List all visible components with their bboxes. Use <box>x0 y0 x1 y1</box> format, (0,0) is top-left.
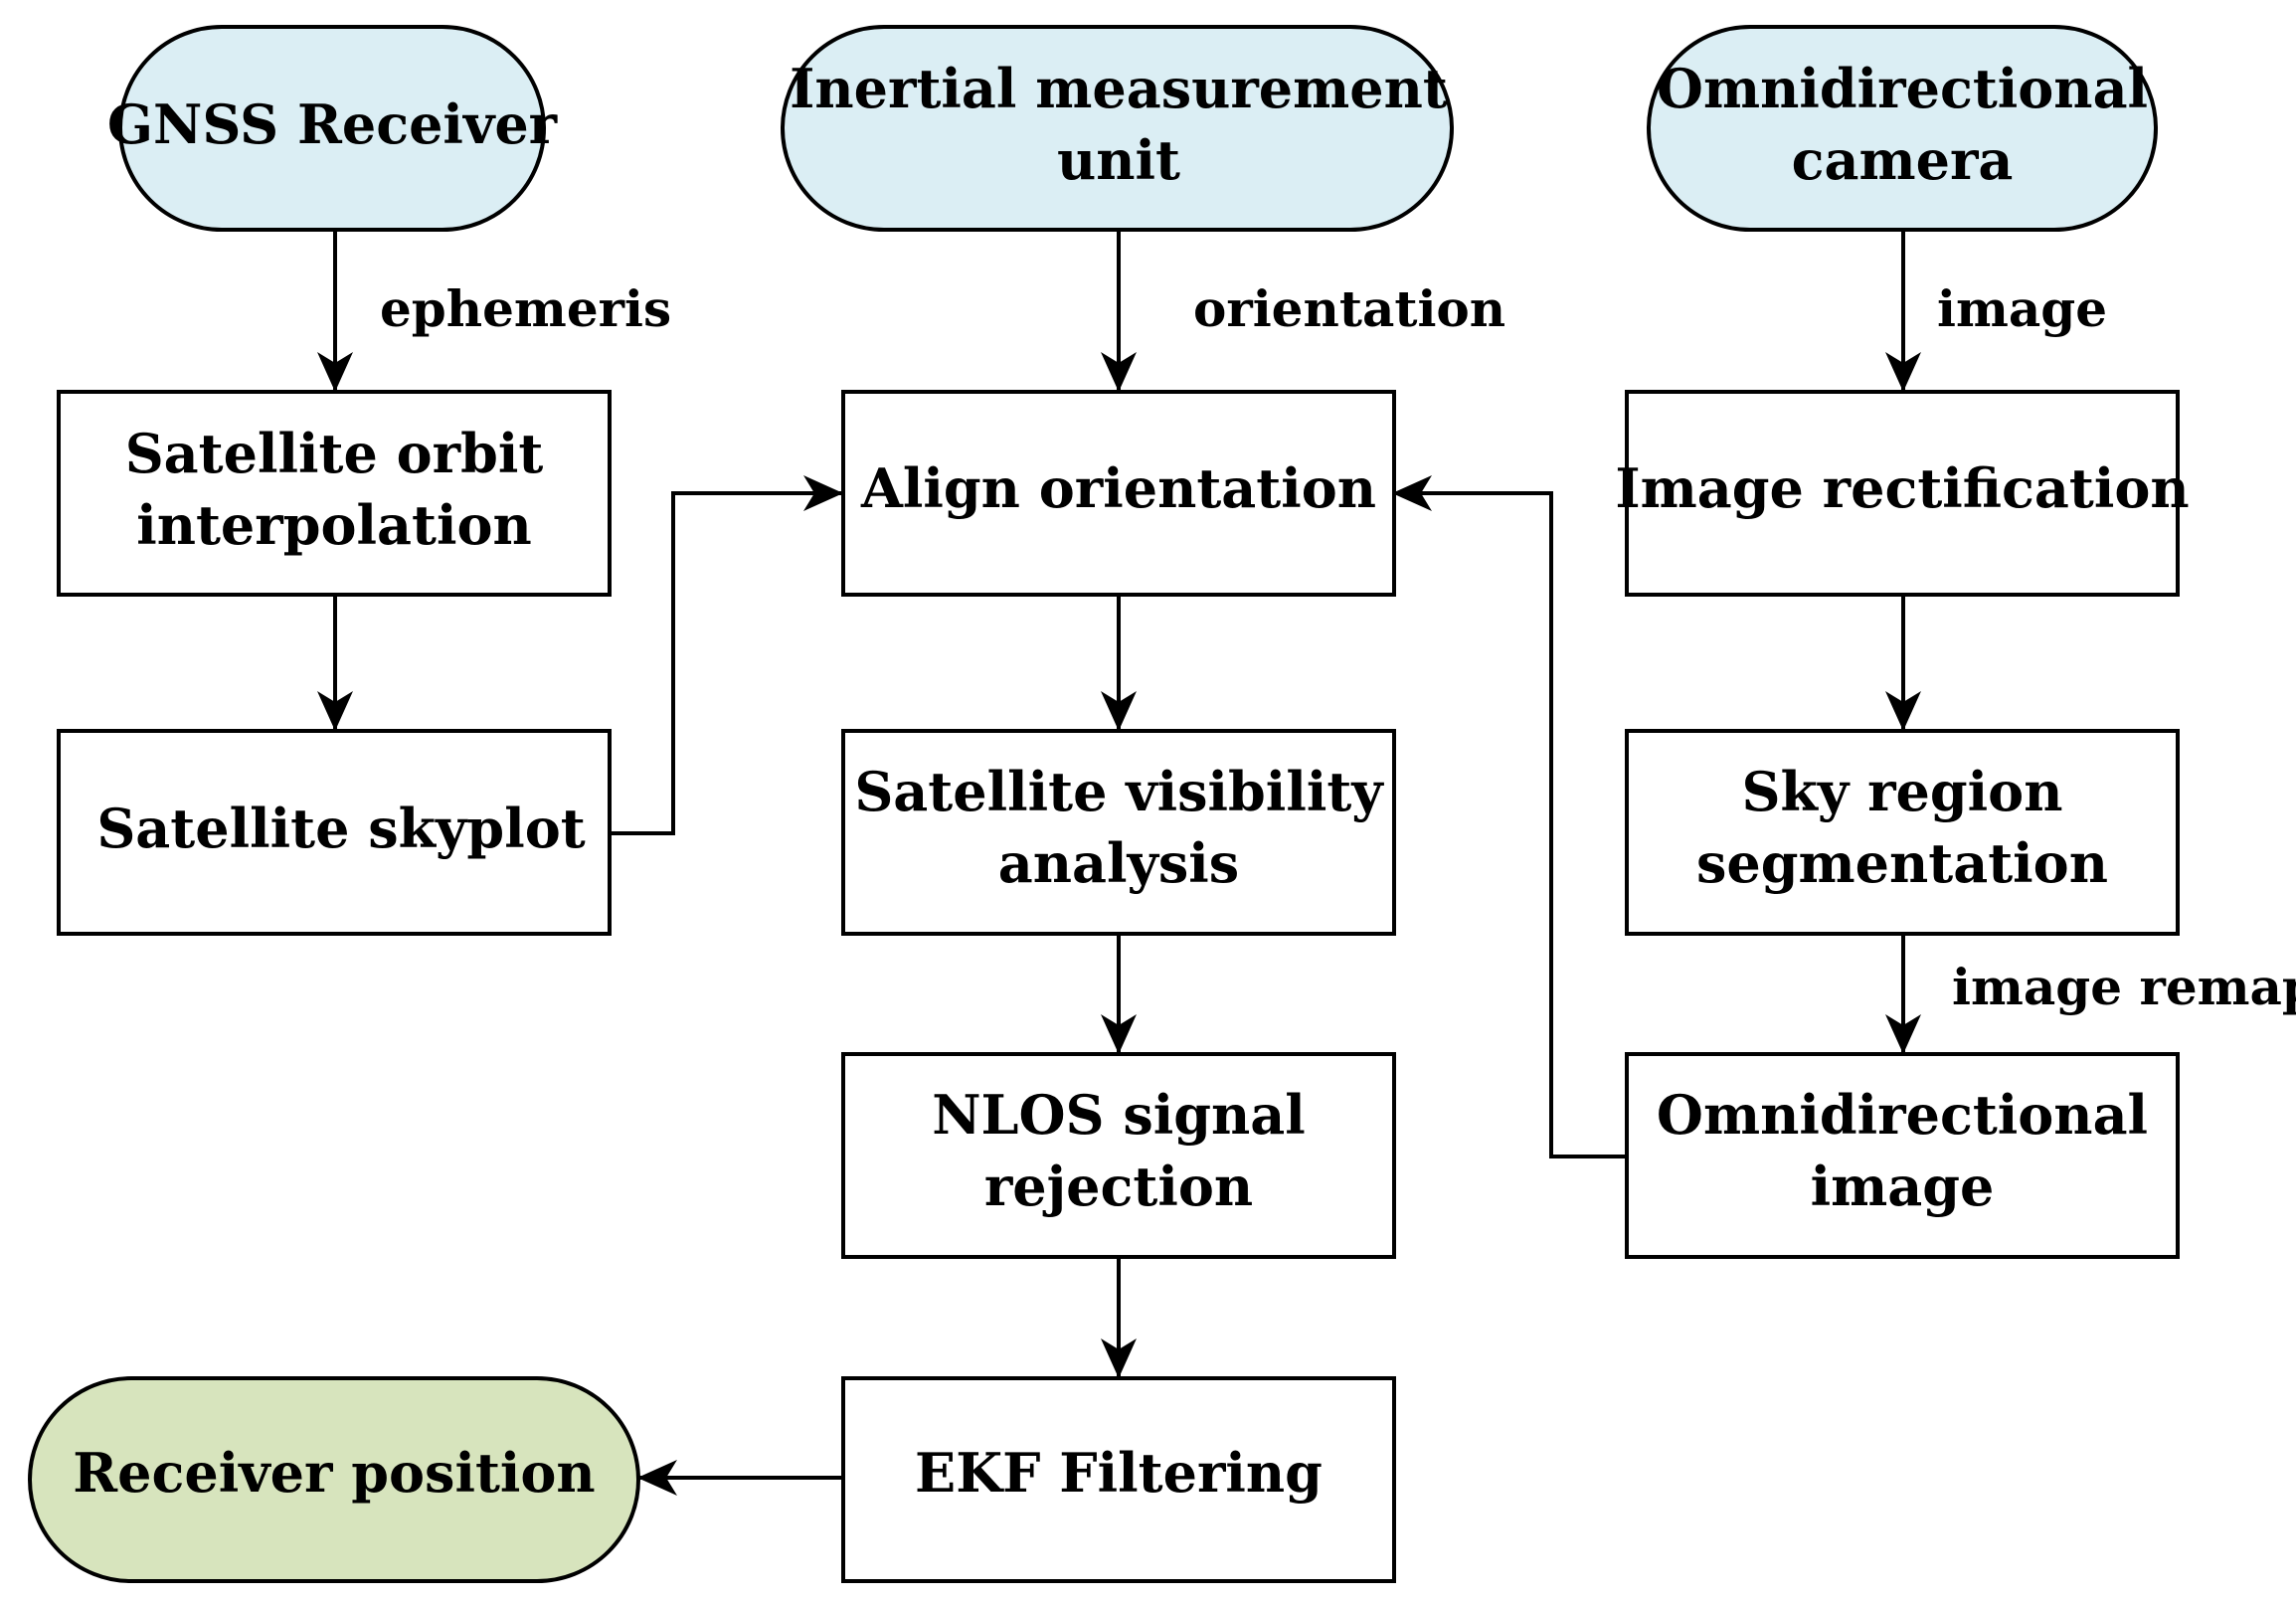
node-gnss-receiver: GNSS Receiver <box>107 25 558 232</box>
edge-label-image-remap: image remap <box>1952 958 2296 1016</box>
node-rectify-line-1: Image rectification <box>1615 456 2189 520</box>
node-imu-line-1: Inertial measurement <box>790 57 1448 120</box>
node-nlos-line-2: rejection <box>984 1155 1253 1218</box>
node-receiver-position: Receiver position <box>28 1376 640 1583</box>
node-satellite-orbit-interpolation: Satellite orbit interpolation <box>57 390 612 597</box>
node-omnidirectional-image: Omnidirectional image <box>1625 1052 2180 1259</box>
node-visibility-line-2: analysis <box>998 831 1239 895</box>
node-omniimg-line-2: image <box>1811 1155 1995 1218</box>
node-skyplot-line-1: Satellite skyplot <box>96 797 585 860</box>
process-box <box>841 1052 1396 1259</box>
node-sky-line-2: segmentation <box>1696 831 2108 895</box>
edge-omniimg-to-align <box>1392 475 1627 1158</box>
edge-label-image: image <box>1937 279 2107 338</box>
node-ekf-filtering: EKF Filtering <box>841 1376 1396 1583</box>
node-align-orientation: Align orientation <box>841 390 1396 597</box>
node-sky-region-segmentation: Sky region segmentation <box>1625 729 2180 936</box>
edge-skyplot-to-align <box>610 475 843 835</box>
node-omniimg-line-1: Omnidirectional <box>1657 1083 2148 1147</box>
node-nlos-line-1: NLOS signal <box>932 1083 1306 1147</box>
process-box <box>841 390 1396 597</box>
node-camera-line-2: camera <box>1792 128 2014 192</box>
node-camera-line-1: Omnidirectional <box>1657 57 2148 120</box>
node-nlos-signal-rejection: NLOS signal rejection <box>841 1052 1396 1259</box>
process-box <box>1625 1052 2180 1259</box>
node-sky-line-1: Sky region <box>1742 760 2063 823</box>
node-ekf-line-1: EKF Filtering <box>915 1441 1323 1505</box>
process-box <box>841 729 1396 936</box>
node-satellite-visibility-analysis: Satellite visibility analysis <box>841 729 1396 936</box>
node-visibility-line-1: Satellite visibility <box>854 760 1384 823</box>
terminal-shape <box>118 25 546 232</box>
process-box <box>57 729 612 936</box>
terminal-shape <box>1647 25 2158 232</box>
process-box <box>841 1376 1396 1583</box>
node-omnidirectional-camera: Omnidirectional camera <box>1647 25 2158 232</box>
process-box <box>1625 729 2180 936</box>
node-inertial-measurement-unit: Inertial measurement unit <box>781 25 1454 232</box>
node-position-line-1: Receiver position <box>73 1441 595 1505</box>
node-gnss-line-1: GNSS Receiver <box>107 92 558 156</box>
node-orbit-line-1: Satellite orbit <box>125 422 544 485</box>
terminal-shape <box>28 1376 640 1583</box>
edge-label-orientation: orientation <box>1193 279 1505 338</box>
edge-label-ephemeris: ephemeris <box>380 279 671 338</box>
node-satellite-skyplot: Satellite skyplot <box>57 729 612 936</box>
edges <box>317 231 1921 1496</box>
node-align-line-1: Align orientation <box>860 456 1376 520</box>
edge-labels: ephemeris orientation image image remap <box>380 279 2296 1016</box>
node-image-rectification: Image rectification <box>1615 390 2190 597</box>
terminal-shape <box>781 25 1454 232</box>
node-imu-line-2: unit <box>1057 128 1180 192</box>
process-box <box>57 390 612 597</box>
process-box <box>1625 390 2180 597</box>
node-orbit-line-2: interpolation <box>136 493 532 557</box>
